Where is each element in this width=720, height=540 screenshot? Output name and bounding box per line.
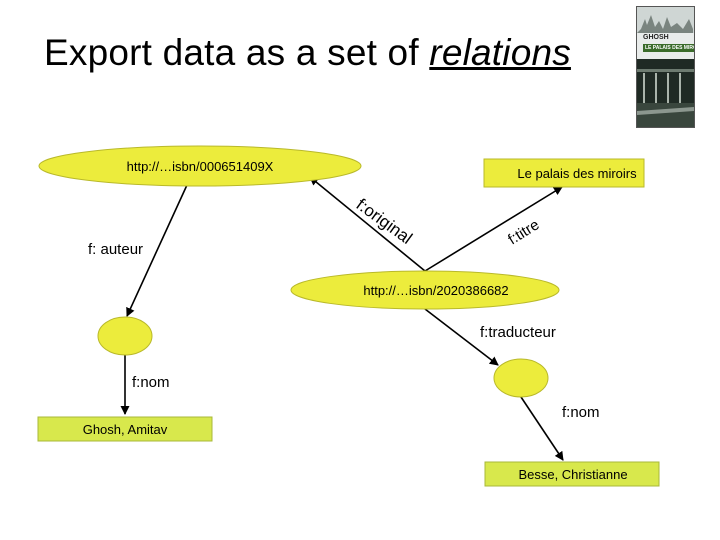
book-cover-image: GHOSH LE PALAIS DES MIROIRS (636, 6, 695, 128)
node-isbn-000651409x (38, 145, 362, 187)
node-ghosh-amitav-label: Ghosh, Amitav (83, 422, 168, 437)
node-palais-des-miroirs (483, 158, 645, 188)
node-ghosh-amitav (37, 416, 213, 442)
node-palais-des-miroirs-label: Le palais des miroirs (517, 166, 637, 181)
edge-label-auteur: f: auteur (88, 241, 143, 258)
edge-label-titre: f:titre (505, 216, 542, 248)
node-besse-christianne (484, 461, 660, 487)
title-emphasis: relations (429, 32, 571, 73)
node-blank-author (97, 316, 153, 356)
page-title: Export data as a set of relations (44, 32, 571, 74)
node-isbn-2020386682 (290, 270, 560, 310)
node-isbn-2020386682-label: http://…isbn/2020386682 (363, 283, 508, 298)
edge-nom-2 (520, 396, 564, 461)
edge-auteur (126, 184, 188, 317)
edge-label-nom-1: f:nom (132, 374, 170, 391)
title-prefix: Export data as a set of (44, 32, 430, 73)
edge-label-traducteur: f:traducteur (480, 324, 556, 341)
edge-titre (424, 186, 563, 272)
edge-label-original: f:original (353, 195, 416, 248)
cover-art (637, 7, 694, 127)
cover-author: GHOSH (643, 34, 669, 41)
edge-traducteur (424, 308, 499, 366)
node-isbn-000651409x-label: http://…isbn/000651409X (127, 159, 274, 174)
edge-label-nom-2: f:nom (562, 404, 600, 421)
edge-original (309, 176, 426, 272)
node-blank-translator (493, 358, 549, 398)
node-besse-christianne-label: Besse, Christianne (518, 467, 627, 482)
cover-title: LE PALAIS DES MIROIRS (643, 44, 694, 52)
